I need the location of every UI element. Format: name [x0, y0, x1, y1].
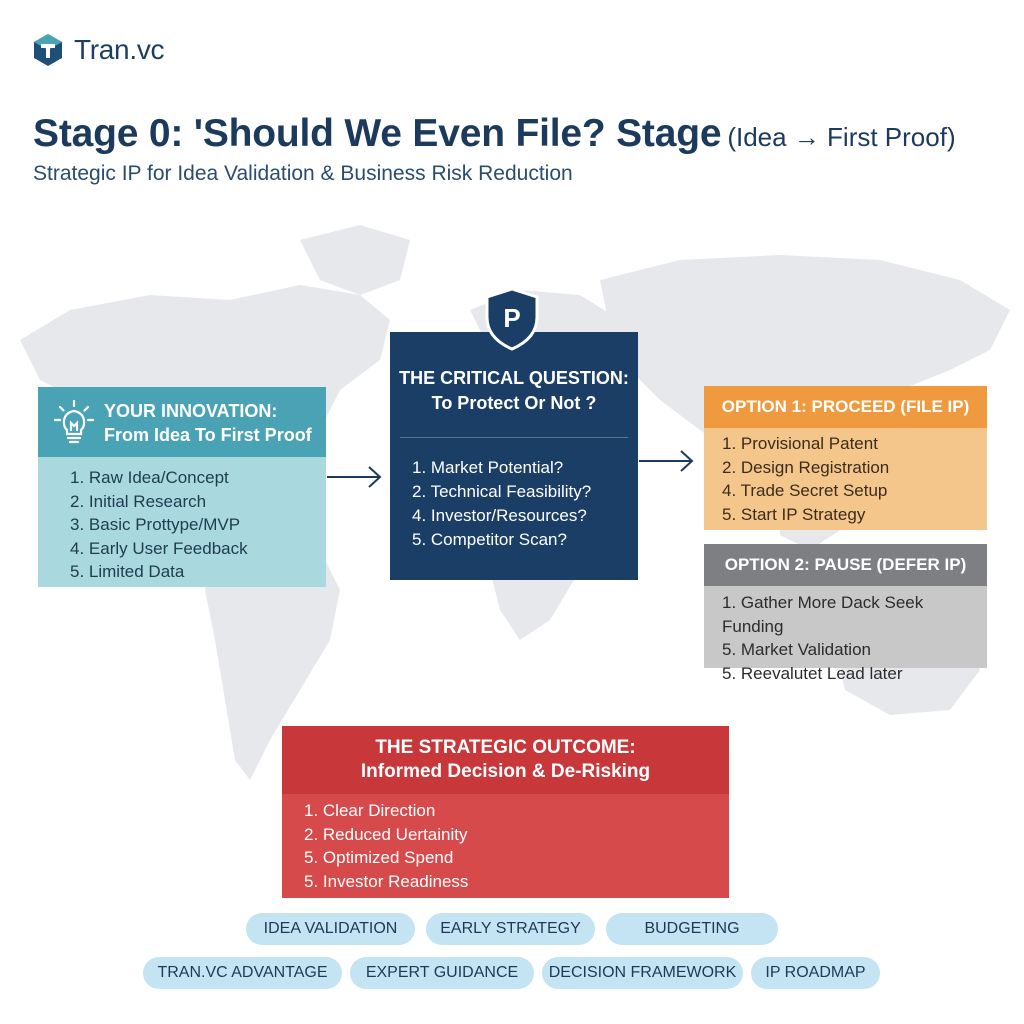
critical-question-panel: THE CRITICAL QUESTION: To Protect Or Not…	[390, 332, 638, 580]
option-1-heading: OPTION 1: PROCEED (FILE IP)	[704, 386, 987, 428]
question-heading-line2: To Protect Or Not ?	[431, 393, 597, 413]
option-2-list: 1. Gather More Dack Seek Funding 5. Mark…	[704, 586, 987, 685]
tag-decision-framework: DECISION FRAMEWORK	[542, 957, 743, 989]
list-item: 2. Technical Feasibility?	[412, 482, 592, 501]
list-item: 3. Basic Prottype/MVP	[70, 515, 241, 534]
list-item: 5. Reevalutet Lead later	[722, 663, 903, 683]
list-item: 5. Competitor Scan?	[412, 530, 567, 549]
page-subtitle: Strategic IP for Idea Validation & Busin…	[33, 162, 573, 185]
list-item: 1. Market Potential?	[412, 458, 564, 477]
outcome-heading-line2: Informed Decision & De-Risking	[360, 761, 651, 782]
arrow-right-icon	[327, 466, 382, 488]
tag-budgeting: BUDGETING	[606, 913, 778, 945]
innovation-panel: YOUR INNOVATION: From Idea To First Proo…	[38, 387, 326, 587]
option-2-heading: OPTION 2: PAUSE (DEFER IP)	[704, 544, 987, 586]
question-heading: THE CRITICAL QUESTION: To Protect Or Not…	[390, 332, 638, 416]
list-item: 2. Design Registration	[722, 457, 890, 477]
outcome-heading: THE STRATEGIC OUTCOME: Informed Decision…	[282, 726, 729, 794]
shield-letter: P	[503, 303, 520, 333]
list-item: 1. Provisional Patent	[722, 434, 878, 453]
title-suffix: (Idea → First Proof)	[727, 122, 956, 152]
list-item: 5. Market Validation	[722, 640, 871, 659]
list-item: 5. Limited Data	[70, 562, 185, 581]
tag-expert-guidance: EXPERT GUIDANCE	[350, 957, 534, 989]
list-item: 1. Clear Direction	[304, 801, 436, 820]
list-item: 4. Trade Secret Setup	[722, 481, 888, 500]
lightbulb-icon	[54, 399, 94, 444]
outcome-list: 1. Clear Direction 2. Reduced Uertainity…	[282, 794, 729, 893]
title-main: Stage 0: 'Should We Even File? Stage	[33, 112, 722, 155]
option-1-panel: OPTION 1: PROCEED (FILE IP) 1. Provision…	[704, 386, 987, 530]
arrow-right-icon	[639, 450, 694, 472]
tag-idea-validation: IDEA VALIDATION	[246, 913, 415, 945]
tag-ip-roadmap: IP ROADMAP	[751, 957, 880, 989]
tag-early-strategy: EARLY STRATEGY	[426, 913, 595, 945]
innovation-list: 1. Raw Idea/Concept 2. Initial Research …	[38, 457, 326, 584]
list-item: 4. Early User Feedback	[70, 538, 248, 558]
list-item: 4. Investor/Resources?	[412, 506, 587, 525]
list-item: 1. Raw Idea/Concept	[70, 468, 229, 487]
list-item: 1. Gather More Dack Seek Funding	[722, 593, 924, 636]
option-2-panel: OPTION 2: PAUSE (DEFER IP) 1. Gather Mor…	[704, 544, 987, 683]
shield-p-icon: P	[485, 287, 539, 351]
option-1-list: 1. Provisional Patent 2. Design Registra…	[704, 428, 987, 526]
list-item: 2. Reduced Uertainity	[304, 824, 468, 844]
innovation-heading: YOUR INNOVATION: From Idea To First Proo…	[38, 387, 326, 457]
list-item: 5. Start IP Strategy	[722, 504, 866, 524]
list-item: 5. Optimized Spend	[304, 848, 454, 867]
page-title: Stage 0: 'Should We Even File? Stage(Ide…	[33, 112, 956, 156]
question-list: 1. Market Potential? 2. Technical Feasib…	[390, 438, 638, 552]
innovation-heading-line1: YOUR INNOVATION:	[104, 401, 278, 421]
outcome-heading-line1: THE STRATEGIC OUTCOME:	[375, 737, 636, 758]
tran-vc-logo-icon	[34, 34, 62, 66]
list-item: 2. Initial Research	[70, 491, 207, 511]
strategic-outcome-panel: THE STRATEGIC OUTCOME: Informed Decision…	[282, 726, 729, 898]
brand-name: Tran.vc	[74, 34, 165, 65]
question-heading-line1: THE CRITICAL QUESTION:	[399, 368, 629, 388]
question-divider	[400, 437, 628, 438]
innovation-heading-line2: From Idea To First Proof	[104, 425, 312, 445]
brand: Tran.vc	[30, 32, 165, 68]
tag-tran-vc-advantage: TRAN.VC ADVANTAGE	[143, 957, 342, 989]
list-item: 5. Investor Readiness	[304, 871, 469, 891]
